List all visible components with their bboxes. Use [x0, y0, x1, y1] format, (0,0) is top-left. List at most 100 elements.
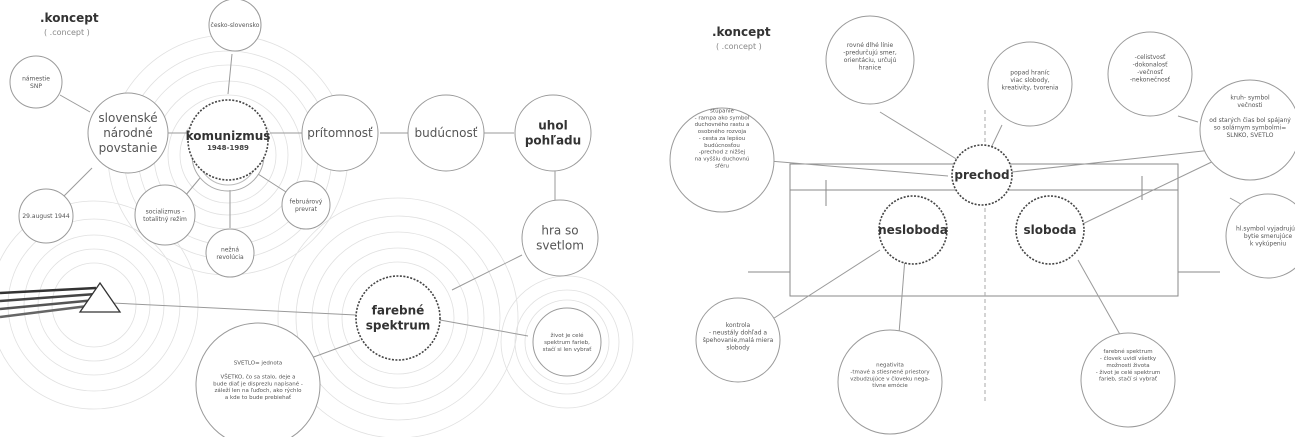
- text-line: budúcnosť: [415, 126, 478, 140]
- left-subtitle: ( .concept ): [44, 28, 90, 37]
- text-line: spektrum: [366, 319, 431, 333]
- text-line: česko-slovensko: [211, 22, 260, 29]
- text-line: farebné spektrum: [1103, 348, 1152, 355]
- text-line: bude diať je disprezlu napísané -: [213, 380, 303, 387]
- text-line: SVETLO= jednota: [234, 361, 282, 367]
- text-line: -dokonalosť: [1133, 61, 1169, 68]
- text-line: slovenské: [98, 111, 157, 125]
- text-line: prechod: [954, 168, 1009, 182]
- text-line: hranice: [859, 64, 882, 71]
- node-pritomnost-text: prítomnosť: [307, 126, 373, 140]
- text-line: -večnosť: [1137, 69, 1163, 76]
- text-line: hra so: [541, 224, 578, 238]
- text-line: so solárnym symbolmi=: [1214, 124, 1287, 131]
- text-line: VŠETKO, čo sa stalo, deje a: [220, 374, 295, 381]
- right-nodes: rovné dlhé línie-predurčujú smer,orientá…: [669, 15, 1295, 435]
- text-line: nesloboda: [878, 223, 948, 237]
- text-line: -prechod z nižšej: [699, 149, 746, 156]
- right-connectors: [757, 111, 1249, 347]
- text-line: budúcnosťou: [704, 142, 740, 149]
- node-prechod: prechod: [951, 144, 1013, 206]
- node-sloboda-text: sloboda: [1023, 223, 1076, 237]
- text-line: a kde to bude prebiehať: [225, 395, 292, 401]
- text-line: tívne emócie: [872, 382, 908, 389]
- node-buducnost: budúcnosť: [407, 94, 485, 172]
- left-panel: .koncept ( .concept ): [0, 0, 634, 441]
- text-line: - cesta za lepšou: [699, 135, 745, 142]
- node-cesko-slovensko-text: česko-slovensko: [211, 22, 260, 29]
- text-line: stúpanie: [710, 107, 734, 114]
- node-pritomnost: prítomnosť: [301, 94, 379, 172]
- text-line: hl.symbol vyjadrujúci: [1236, 226, 1295, 233]
- text-line: - človek uvidí všetky: [1100, 355, 1157, 362]
- left-connectors: [59, 53, 556, 363]
- node-sloboda: sloboda: [1015, 195, 1085, 265]
- text-line: komunizmus: [186, 129, 271, 143]
- text-line: na vyššiu duchovnú: [695, 156, 750, 163]
- node-socializmus: socializmus -totalitný režim: [134, 184, 196, 246]
- node-rovne-linie-text: rovné dlhé línie-predurčujú smer,orientá…: [843, 42, 897, 71]
- text-line: totalitný režim: [143, 216, 187, 223]
- text-line: - neustály dohľad a: [709, 329, 768, 336]
- text-line: uhol: [538, 119, 567, 133]
- right-panel: .koncept ( .concept ): [669, 15, 1295, 435]
- text-line: námestie: [22, 75, 50, 82]
- node-nesloboda: nesloboda: [878, 195, 948, 265]
- left-title: .koncept: [40, 11, 99, 25]
- node-celistvost-text: -celistvosť-dokonalosť-večnosť-nekonečno…: [1130, 54, 1171, 83]
- text-line: kruh- symbol: [1230, 94, 1270, 101]
- text-line: vzbudzujúce v človeku nega-: [850, 375, 930, 382]
- node-prechod-text: prechod: [954, 168, 1009, 182]
- text-line: revolúcia: [216, 254, 244, 261]
- text-line: -tmavé a stiesnené priestory: [850, 369, 930, 376]
- text-line: svetlom: [536, 239, 584, 253]
- text-line: prevrat: [295, 206, 318, 213]
- text-line: kreativity, tvorenia: [1002, 85, 1059, 92]
- text-line: negativita: [876, 363, 904, 369]
- text-line: - rampa ako symbol: [695, 115, 750, 121]
- node-29-august-text: 29.august 1944: [22, 213, 69, 220]
- prism-icon: [0, 281, 122, 319]
- text-line: duchovného rastu a: [695, 121, 750, 128]
- text-line: povstanie: [99, 141, 158, 155]
- text-line: viac slobody,: [1010, 77, 1049, 84]
- text-line: popad hraníc: [1010, 70, 1049, 77]
- text-line: stačí si len vybrať: [543, 346, 593, 353]
- node-komunizmus: komunizmus 1948-1989: [186, 99, 271, 192]
- text-line: kontrola: [726, 322, 751, 329]
- node-buducnost-text: budúcnosť: [415, 126, 478, 140]
- text-line: sloboda: [1023, 223, 1076, 237]
- text-line: život je celé: [551, 332, 585, 339]
- text-line: -predurčujú smer,: [843, 49, 897, 56]
- text-line: SNP: [30, 83, 42, 90]
- text-line: špehovanie,malá miera: [703, 337, 774, 344]
- right-subtitle: ( .concept ): [716, 42, 762, 51]
- text-line: spektrum farieb,: [544, 340, 590, 346]
